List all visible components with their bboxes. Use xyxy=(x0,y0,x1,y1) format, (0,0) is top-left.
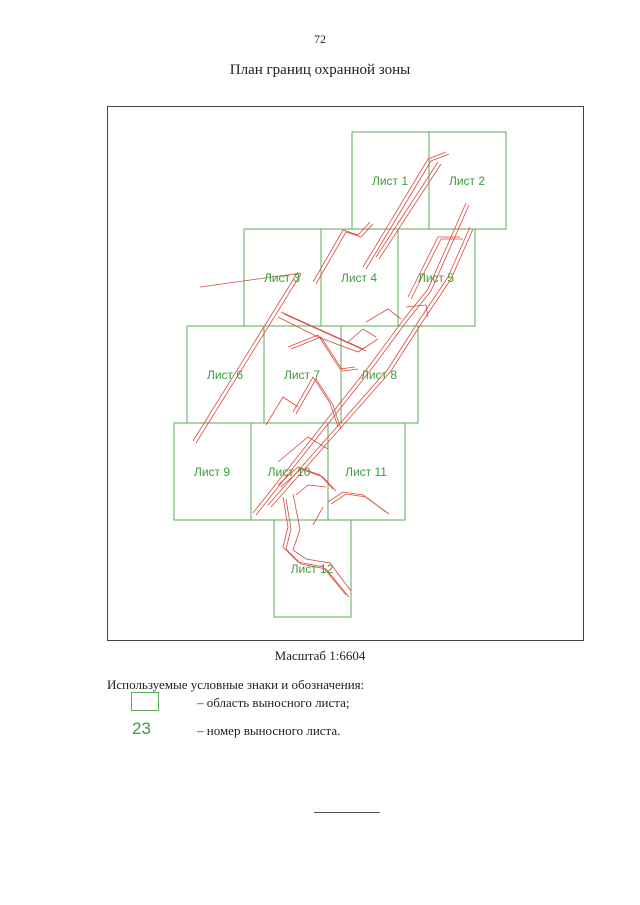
legend-title: Используемые условные знаки и обозначени… xyxy=(107,677,365,692)
legend-sheet-area-text: – область выносного листа; xyxy=(197,695,350,710)
sheet-label-10: Лист 10 xyxy=(268,465,311,479)
map-scale: Масштаб 1:6604 xyxy=(274,648,366,663)
legend-sheet-number-text: – номер выносного листа. xyxy=(197,723,341,738)
sheet-5 xyxy=(397,228,476,327)
protection-zone xyxy=(192,151,474,598)
sheet-label-8: Лист 8 xyxy=(361,368,397,382)
sheet-label-1: Лист 1 xyxy=(372,174,408,188)
sheet-label-3: Лист 3 xyxy=(264,271,300,285)
page-title: План границ охранной зоны xyxy=(229,62,411,78)
page-number: 72 xyxy=(314,32,326,46)
sheet-label-7: Лист 7 xyxy=(284,368,320,382)
zone-outline-b xyxy=(195,153,474,598)
sheet-label-4: Лист 4 xyxy=(341,271,377,285)
signature-line xyxy=(314,812,380,813)
legend-sheet-area-swatch xyxy=(131,692,159,711)
map-frame: Лист 1 Лист 2 Лист 3 Лист 4 Лист 5 Лист … xyxy=(107,106,584,641)
sheet-label-9: Лист 9 xyxy=(194,465,230,479)
sheet-label-2: Лист 2 xyxy=(449,174,485,188)
sheet-label-6: Лист 6 xyxy=(207,368,243,382)
zone-outline-a xyxy=(192,151,471,596)
sheet-label-5: Лист 5 xyxy=(418,271,454,285)
map-plan: Лист 1 Лист 2 Лист 3 Лист 4 Лист 5 Лист … xyxy=(173,131,507,618)
sheet-label-11: Лист 11 xyxy=(345,465,387,479)
sheet-11 xyxy=(327,422,406,521)
legend-sheet-number-sample: 23 xyxy=(132,719,151,738)
sheet-12 xyxy=(273,519,352,618)
sheet-label-12: Лист 12 xyxy=(291,562,334,576)
